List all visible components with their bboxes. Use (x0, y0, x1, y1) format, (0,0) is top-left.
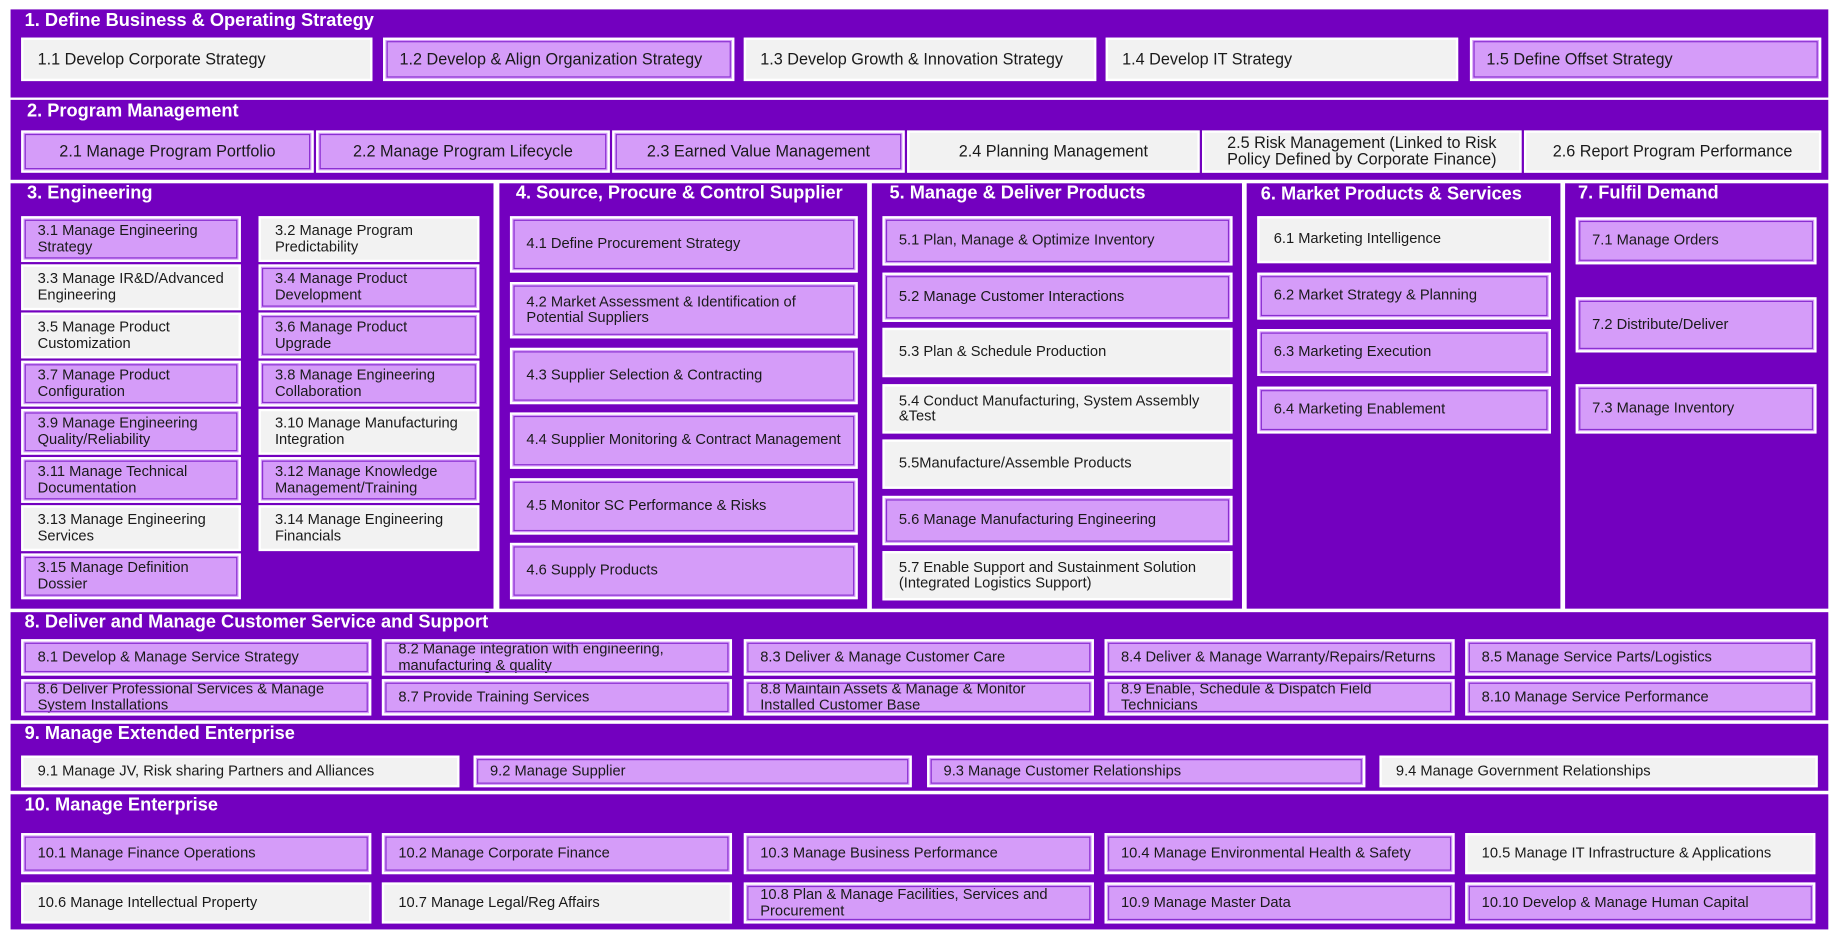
section-4: 4. Source, Procure & Control Supplier 4.… (499, 183, 868, 609)
capability-box[interactable]: 8.4 Deliver & Manage Warranty/Repairs/Re… (1104, 639, 1455, 676)
capability-box[interactable]: 7.1 Manage Orders (1575, 217, 1817, 265)
capability-box[interactable]: 3.5 Manage Product Customization (21, 312, 241, 359)
capability-box[interactable]: 4.6 Supply Products (509, 542, 858, 600)
capability-box[interactable]: 9.3 Manage Customer Relationships (927, 755, 1366, 788)
section-title: 7. Fulfil Demand (1578, 183, 1719, 204)
section-title: 10. Manage Enterprise (24, 795, 219, 816)
capability-box[interactable]: 8.3 Deliver & Manage Customer Care (743, 639, 1094, 676)
capability-box[interactable]: 6.2 Market Strategy & Planning (1257, 272, 1551, 320)
capability-box[interactable]: 4.1 Define Procurement Strategy (509, 216, 858, 273)
capability-box[interactable]: 10.7 Manage Legal/Reg Affairs (381, 882, 733, 924)
capability-box[interactable]: 10.2 Manage Corporate Finance (381, 833, 733, 875)
capability-box[interactable]: 7.3 Manage Inventory (1575, 384, 1817, 434)
section-title: 1. Define Business & Operating Strategy (24, 10, 374, 31)
section-5: 5. Manage & Deliver Products 5.1 Plan, M… (871, 183, 1242, 609)
capability-box[interactable]: 3.3 Manage IR&D/Advanced Engineering (21, 264, 241, 311)
capability-box[interactable]: 3.6 Manage Product Upgrade (258, 312, 480, 359)
capability-box[interactable]: 4.4 Supplier Monitoring & Contract Manag… (509, 412, 858, 469)
capability-box[interactable]: 3.12 Manage Knowledge Management/Trainin… (258, 457, 480, 503)
capability-box[interactable]: 1.1 Develop Corporate Strategy (21, 37, 373, 82)
capability-box[interactable]: 6.3 Marketing Execution (1257, 329, 1551, 376)
capability-box[interactable]: 3.15 Manage Definition Dossier (21, 553, 241, 600)
capability-box[interactable]: 6.1 Marketing Intelligence (1257, 216, 1551, 264)
capability-box[interactable]: 8.9 Enable, Schedule & Dispatch Field Te… (1104, 679, 1455, 716)
section-7: 7. Fulfil Demand 7.1 Manage Orders 7.2 D… (1565, 183, 1829, 609)
capability-box[interactable]: 3.8 Manage Engineering Collaboration (258, 360, 480, 407)
capability-box[interactable]: 8.5 Manage Service Parts/Logistics (1465, 639, 1816, 676)
section-9: 9. Manage Extended Enterprise 9.1 Manage… (10, 723, 1829, 791)
capability-box[interactable]: 2.2 Manage Program Lifecycle (316, 130, 610, 173)
capability-box[interactable]: 3.2 Manage Program Predictability (258, 216, 480, 263)
section-title: 9. Manage Extended Enterprise (24, 723, 295, 744)
capability-box[interactable]: 3.4 Manage Product Development (258, 264, 480, 311)
capability-box[interactable]: 5.3 Plan & Schedule Production (882, 327, 1233, 378)
capability-box[interactable]: 5.4 Conduct Manufacturing, System Assemb… (882, 384, 1233, 434)
capability-box[interactable]: 8.2 Manage integration with engineering,… (381, 639, 733, 676)
capability-box[interactable]: 2.1 Manage Program Portfolio (21, 130, 314, 173)
section-8: 8. Deliver and Manage Customer Service a… (10, 612, 1829, 721)
capability-box[interactable]: 3.1 Manage Engineering Strategy (21, 216, 241, 263)
capability-box[interactable]: 10.6 Manage Intellectual Property (21, 882, 372, 924)
capability-box[interactable]: 5.1 Plan, Manage & Optimize Inventory (882, 216, 1233, 266)
section-title: 6. Market Products & Services (1260, 184, 1522, 205)
capability-box[interactable]: 1.4 Develop IT Strategy (1105, 37, 1459, 82)
capability-box[interactable]: 10.5 Manage IT Infrastructure & Applicat… (1465, 833, 1816, 875)
capability-box[interactable]: 9.1 Manage JV, Risk sharing Partners and… (21, 755, 460, 788)
capability-box[interactable]: 2.6 Report Program Performance (1523, 130, 1822, 173)
section-title: 4. Source, Procure & Control Supplier (515, 183, 843, 204)
section-title: 8. Deliver and Manage Customer Service a… (24, 612, 489, 633)
capability-box[interactable]: 10.4 Manage Environmental Health & Safet… (1104, 833, 1455, 875)
capability-box[interactable]: 3.14 Manage Engineering Financials (258, 505, 480, 552)
capability-box[interactable]: 1.5 Define Offset Strategy (1469, 37, 1822, 82)
capability-box[interactable]: 3.10 Manage Manufacturing Integration (258, 408, 480, 455)
capability-box[interactable]: 3.13 Manage Engineering Services (21, 505, 241, 552)
capability-box[interactable]: 3.7 Manage Product Configuration (21, 360, 241, 407)
capability-box[interactable]: 5.5Manufacture/Assemble Products (882, 439, 1233, 489)
capability-box[interactable]: 8.6 Deliver Professional Services & Mana… (21, 679, 372, 716)
capability-box[interactable]: 1.3 Develop Growth & Innovation Strategy (743, 37, 1097, 82)
section-10: 10. Manage Enterprise 10.1 Manage Financ… (10, 794, 1829, 930)
section-title: 5. Manage & Deliver Products (889, 183, 1146, 204)
capability-box[interactable]: 10.1 Manage Finance Operations (21, 833, 372, 875)
capability-box[interactable]: 1.2 Develop & Align Organization Strateg… (383, 37, 735, 82)
capability-box[interactable]: 10.8 Plan & Manage Facilities, Services … (743, 882, 1094, 924)
capability-box[interactable]: 6.4 Marketing Enablement (1257, 386, 1551, 434)
capability-box[interactable]: 4.5 Monitor SC Performance & Risks (509, 478, 858, 535)
capability-box[interactable]: 2.4 Planning Management (907, 130, 1200, 173)
section-2: 2. Program Management 2.1 Manage Program… (10, 99, 1829, 180)
section-title: 3. Engineering (27, 183, 153, 204)
capability-box[interactable]: 4.3 Supplier Selection & Contracting (509, 347, 858, 405)
capability-box[interactable]: 9.2 Manage Supplier (473, 755, 912, 788)
section-1: 1. Define Business & Operating Strategy … (10, 9, 1829, 98)
capability-box[interactable]: 3.9 Manage Engineering Quality/Reliabili… (21, 408, 241, 455)
section-6: 6. Market Products & Services 6.1 Market… (1246, 183, 1561, 609)
capability-box[interactable]: 2.5 Risk Management (Linked to Risk Poli… (1202, 130, 1522, 173)
capability-box[interactable]: 5.2 Manage Customer Interactions (882, 272, 1233, 322)
section-3: 3. Engineering 3.1 Manage Engineering St… (10, 183, 494, 609)
capability-box[interactable]: 7.2 Distribute/Deliver (1575, 297, 1817, 353)
capability-box[interactable]: 10.10 Develop & Manage Human Capital (1465, 882, 1816, 924)
capability-box[interactable]: 4.2 Market Assessment & Identification o… (509, 282, 858, 339)
capability-box[interactable]: 8.10 Manage Service Performance (1465, 679, 1816, 716)
capability-box[interactable]: 8.8 Maintain Assets & Manage & Monitor I… (743, 679, 1094, 716)
capability-box[interactable]: 8.1 Develop & Manage Service Strategy (21, 639, 372, 676)
capability-box[interactable]: 10.9 Manage Master Data (1104, 882, 1455, 924)
capability-box[interactable]: 9.4 Manage Government Relationships (1379, 755, 1818, 788)
section-title: 2. Program Management (27, 101, 239, 122)
capability-box[interactable]: 8.7 Provide Training Services (381, 679, 733, 716)
capability-box[interactable]: 3.11 Manage Technical Documentation (21, 457, 241, 503)
capability-box[interactable]: 2.3 Earned Value Management (612, 130, 905, 173)
capability-box[interactable]: 5.6 Manage Manufacturing Engineering (882, 495, 1233, 546)
capability-box[interactable]: 5.7 Enable Support and Sustainment Solut… (882, 551, 1233, 601)
capability-box[interactable]: 10.3 Manage Business Performance (743, 833, 1094, 875)
